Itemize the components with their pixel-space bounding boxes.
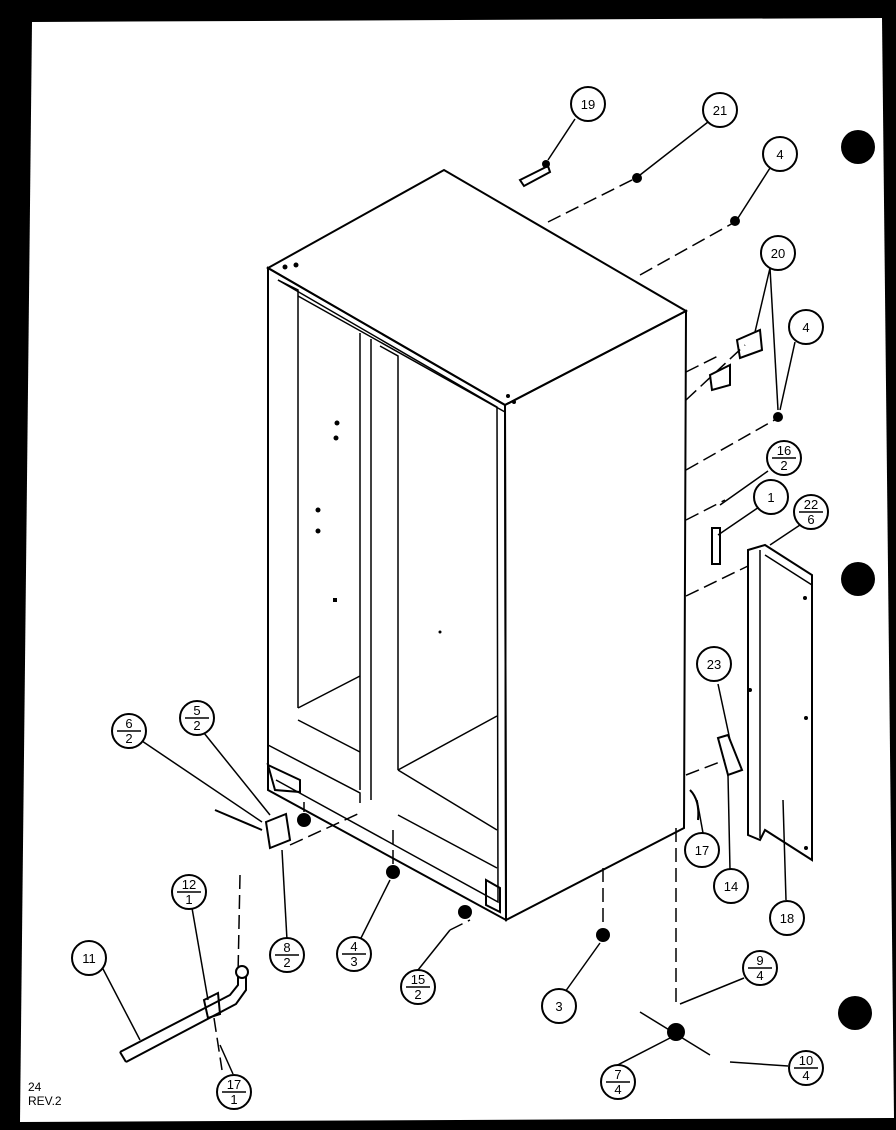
callout-17-right: 17 [684,832,720,868]
svg-text:6: 6 [807,512,814,527]
svg-text:3: 3 [555,999,562,1014]
svg-text:4: 4 [802,320,809,335]
callout-15-2: 15 2 [400,969,436,1005]
paper-sheet [20,18,894,1122]
svg-text:5: 5 [193,703,200,718]
svg-text:4: 4 [614,1082,621,1097]
punch-hole-middle [841,562,875,596]
svg-text:3: 3 [350,954,357,969]
svg-text:18: 18 [780,911,794,926]
callout-4-middle: 4 [788,309,824,345]
svg-text:4: 4 [802,1068,809,1083]
svg-text:9: 9 [756,953,763,968]
svg-text:23: 23 [707,657,721,672]
callout-8-2: 8 2 [269,937,305,973]
svg-text:11: 11 [82,951,96,966]
svg-text:12: 12 [182,877,196,892]
callout-4-top: 4 [762,136,798,172]
callout-1: 1 [753,479,789,515]
callout-21: 21 [702,92,738,128]
svg-text:6: 6 [125,716,132,731]
svg-text:2: 2 [283,955,290,970]
svg-text:21: 21 [713,103,727,118]
svg-text:2: 2 [125,731,132,746]
svg-text:20: 20 [771,246,785,261]
leader-lines [101,118,801,1075]
callout-18: 18 [769,900,805,936]
callout-19: 19 [570,86,606,122]
svg-text:1: 1 [185,892,192,907]
svg-text:14: 14 [724,879,738,894]
svg-text:1: 1 [230,1092,237,1107]
callout-7-4: 7 4 [600,1064,636,1100]
svg-text:19: 19 [581,97,595,112]
callout-5-2: 5 2 [179,700,215,736]
callout-22-6: 22 6 [793,494,829,530]
svg-text:8: 8 [283,940,290,955]
svg-text:15: 15 [411,972,425,987]
svg-text:2: 2 [414,987,421,1002]
callout-4-3: 4 3 [336,936,372,972]
punch-hole-bottom [838,996,872,1030]
svg-text:17: 17 [227,1077,241,1092]
callout-11: 11 [71,940,107,976]
callout-9-4: 9 4 [742,950,778,986]
svg-text:1: 1 [767,490,774,505]
svg-text:17: 17 [695,843,709,858]
svg-text:7: 7 [614,1067,621,1082]
callout-17-1: 17 1 [216,1074,252,1110]
callout-12-1: 12 1 [171,874,207,910]
callouts: 19 21 4 20 4 16 2 1 [71,86,829,1110]
svg-text:2: 2 [780,458,787,473]
svg-text:10: 10 [799,1053,813,1068]
callout-23: 23 [696,646,732,682]
callout-6-2: 6 2 [111,713,147,749]
punch-hole-top [841,130,875,164]
svg-text:4: 4 [756,968,763,983]
svg-text:4: 4 [350,939,357,954]
side-hardware [518,160,813,1056]
cabinet [265,168,689,922]
page-number: 24 [28,1080,42,1094]
callout-20: 20 [760,235,796,271]
revision-label: REV.2 [28,1094,62,1108]
bottom-hardware [119,802,610,1071]
callout-10-4: 10 4 [788,1050,824,1086]
svg-text:22: 22 [804,497,818,512]
svg-text:2: 2 [193,718,200,733]
callout-16-2: 16 2 [766,440,802,476]
callout-3: 3 [541,988,577,1024]
svg-text:4: 4 [776,147,783,162]
svg-text:16: 16 [777,443,791,458]
callout-14: 14 [713,868,749,904]
